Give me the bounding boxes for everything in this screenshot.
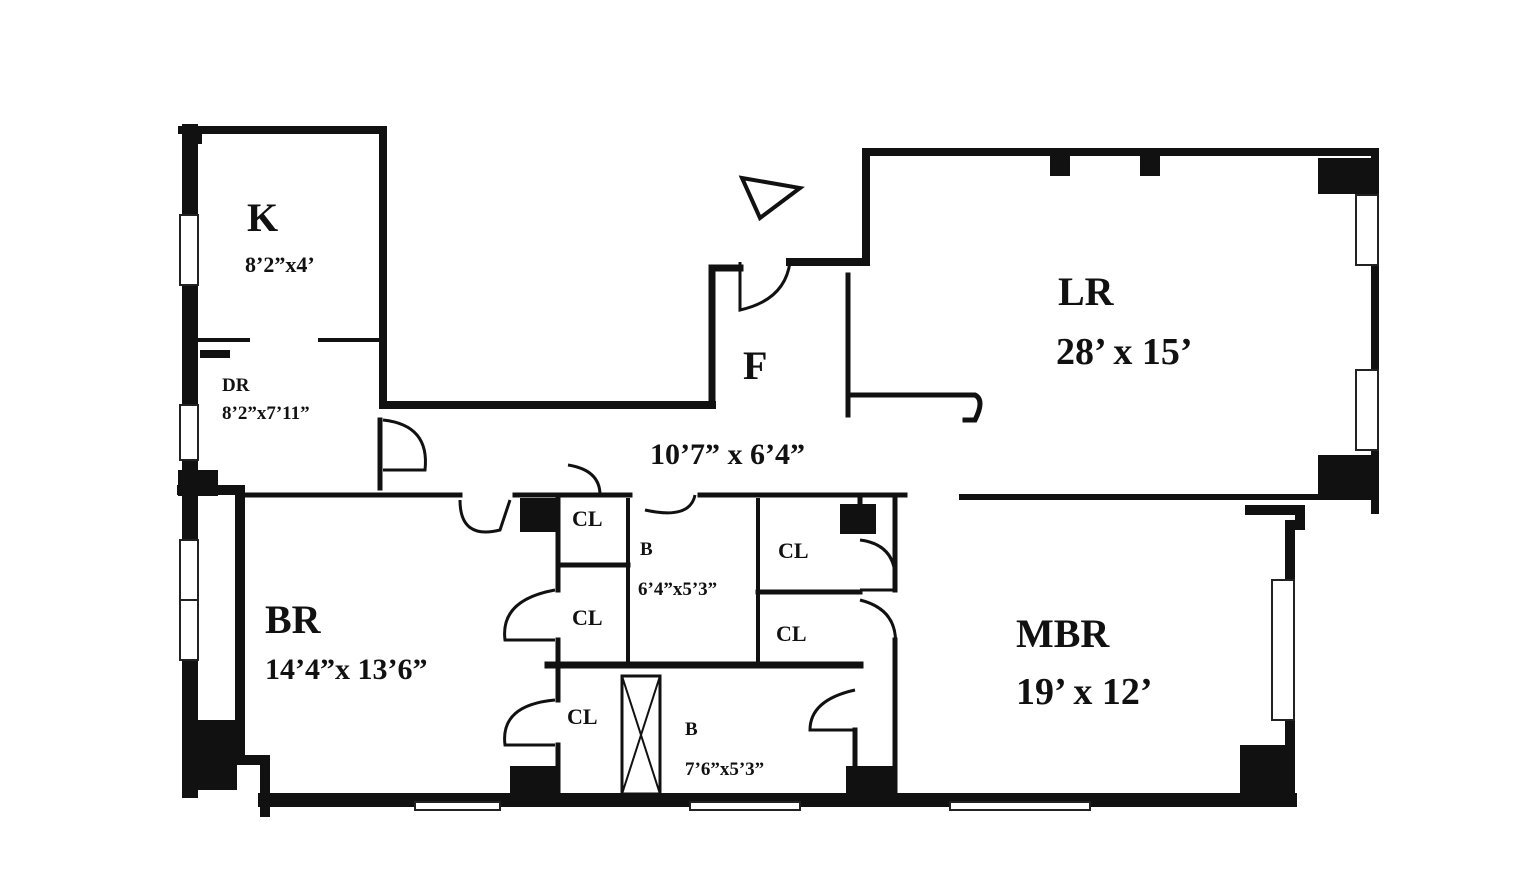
room-label-kitchen: K: [247, 195, 279, 240]
room-label-bath-1: B: [640, 539, 653, 560]
wall-piers: [178, 128, 1378, 800]
room-dims-living: 28’ x 15’: [1056, 331, 1193, 373]
closet-label: CL: [572, 605, 603, 630]
room-dims-kitchen: 8’2”x4’: [245, 252, 315, 277]
room-dims-bedroom: 14’4”x 13’6”: [265, 653, 428, 686]
room-dims-master-bedroom: 19’ x 12’: [1016, 671, 1153, 713]
exterior-walls: [177, 124, 1379, 817]
entry-triangle-icon: [738, 175, 805, 222]
room-label-master-bedroom: MBR: [1016, 611, 1110, 656]
room-label-dining: DR: [222, 375, 250, 396]
room-label-living: LR: [1058, 269, 1114, 314]
room-dims-bath-2: 7’6”x5’3”: [685, 759, 765, 780]
closet-label: CL: [776, 621, 807, 646]
room-dims-bath-1: 6’4”x5’3”: [638, 579, 718, 600]
closet-label: CL: [567, 704, 598, 729]
closet-label: CL: [572, 506, 603, 531]
door-swings: [382, 261, 898, 747]
room-dims-foyer: 10’7” x 6’4”: [650, 438, 805, 471]
room-dims-dining: 8’2”x7’11”: [222, 403, 310, 424]
room-label-bath-2: B: [685, 719, 698, 740]
room-label-bedroom: BR: [265, 597, 321, 642]
room-label-foyer: F: [743, 343, 768, 388]
windows: [179, 194, 1379, 811]
closet-label: CL: [778, 538, 809, 563]
